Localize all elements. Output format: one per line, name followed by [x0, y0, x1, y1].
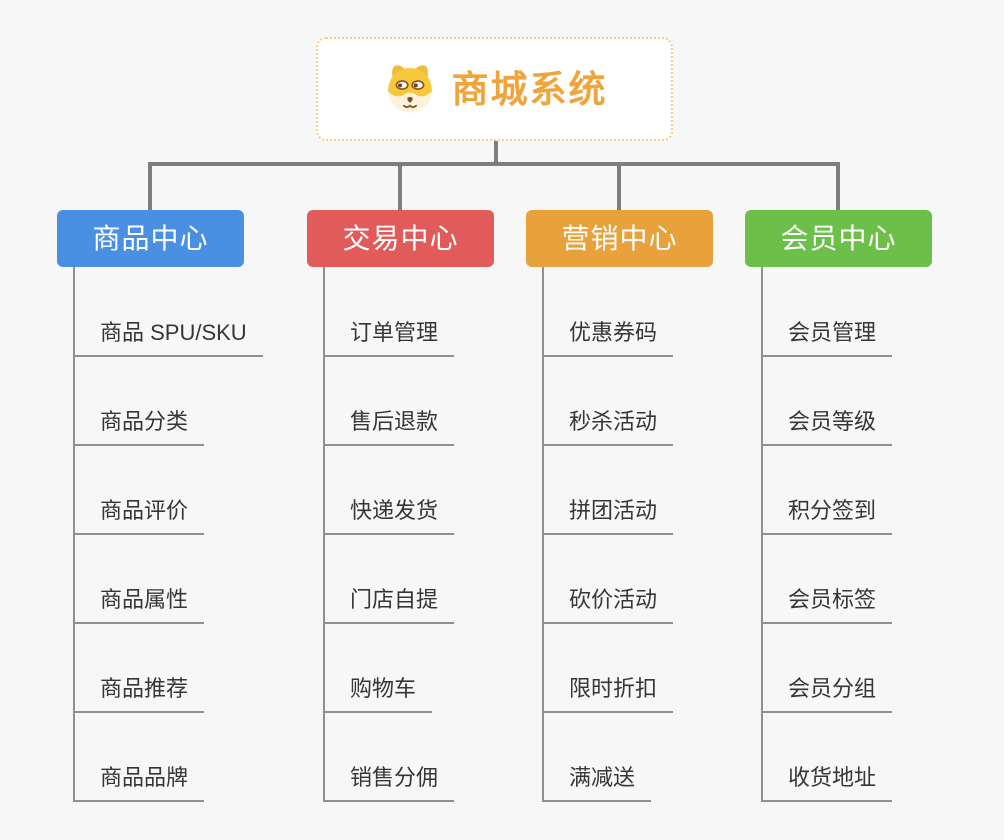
node-product-category[interactable]: 商品分类	[73, 408, 205, 446]
node-product-recommend[interactable]: 商品推荐	[73, 675, 205, 713]
category-label: 营销中心	[561, 222, 678, 254]
node-group-buy[interactable]: 拼团活动	[542, 497, 674, 535]
node-product-brand[interactable]: 商品品牌	[73, 764, 205, 802]
connector-root-stub	[494, 140, 498, 166]
category-label: 会员中心	[780, 222, 897, 254]
node-points-checkin[interactable]: 积分签到	[761, 497, 893, 535]
node-product-attribute[interactable]: 商品属性	[73, 586, 205, 624]
node-member-level[interactable]: 会员等级	[761, 408, 893, 446]
category-product-center[interactable]: 商品中心	[57, 210, 244, 267]
connector-drop-marketing	[617, 162, 621, 210]
connector-drop-product	[148, 162, 152, 210]
node-flash-sale[interactable]: 秒杀活动	[542, 408, 674, 446]
node-store-pickup[interactable]: 门店自提	[323, 586, 455, 624]
node-shipping-address[interactable]: 收货地址	[761, 764, 893, 802]
category-label: 商品中心	[92, 222, 209, 254]
shiba-dog-icon	[382, 61, 438, 117]
connector-drop-member	[836, 162, 840, 210]
node-product-spu-sku[interactable]: 商品 SPU/SKU	[73, 319, 263, 357]
node-after-sale-refund[interactable]: 售后退款	[323, 408, 455, 446]
node-limited-time-discount[interactable]: 限时折扣	[542, 675, 674, 713]
node-bargain-activity[interactable]: 砍价活动	[542, 586, 674, 624]
category-trade-center[interactable]: 交易中心	[307, 210, 494, 267]
node-express-delivery[interactable]: 快递发货	[323, 497, 455, 535]
connector-drop-trade	[398, 162, 402, 210]
node-member-management[interactable]: 会员管理	[761, 319, 893, 357]
node-member-group[interactable]: 会员分组	[761, 675, 893, 713]
connector-spine	[148, 162, 840, 166]
node-coupon-code[interactable]: 优惠券码	[542, 319, 674, 357]
node-order-management[interactable]: 订单管理	[323, 319, 455, 357]
node-member-tag[interactable]: 会员标签	[761, 586, 893, 624]
node-sales-commission[interactable]: 销售分佣	[323, 764, 455, 802]
category-label: 交易中心	[342, 222, 459, 254]
root-title: 商城系统	[451, 68, 608, 110]
node-shopping-cart[interactable]: 购物车	[323, 675, 433, 713]
category-member-center[interactable]: 会员中心	[745, 210, 932, 267]
root-node-mall-system[interactable]: 商城系统	[316, 37, 673, 141]
node-product-review[interactable]: 商品评价	[73, 497, 205, 535]
node-full-reduction[interactable]: 满减送	[542, 764, 652, 802]
category-marketing-center[interactable]: 营销中心	[526, 210, 713, 267]
